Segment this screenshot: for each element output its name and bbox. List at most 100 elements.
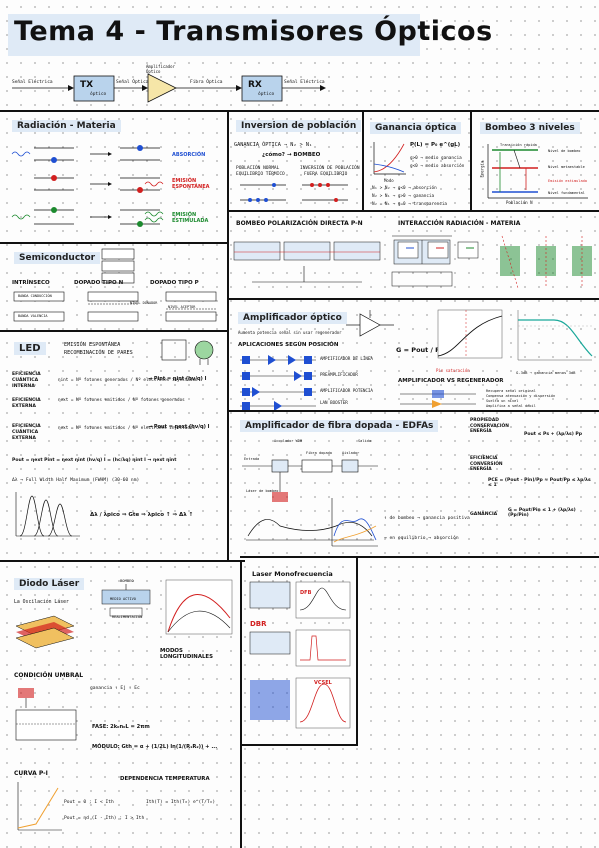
led-dl2: Δλ / λpico ⇒ Gte ⇒ λpico ↑ ⇒ Δλ ↑ — [90, 512, 194, 518]
diodo-medio: MEDIO ACTIVO — [110, 597, 136, 601]
diodo-threshold-diagram — [15, 688, 77, 741]
title-banner — [8, 14, 420, 56]
ganancia-axis: Modo — [384, 178, 394, 183]
divider-edfa-bottom — [240, 556, 599, 558]
label-emision-espontanea: EMISIÓN ESPONTÁNEA — [172, 178, 210, 190]
bombeo-y-axis: Energía — [479, 160, 485, 178]
laser-mono-dfb: DFB — [300, 590, 312, 596]
edfa-l2: Fibra dopada — [306, 451, 332, 455]
chain-fiber-label: Fibra Óptica — [190, 80, 223, 85]
section-amplificador-title: Amplificador óptico — [238, 312, 347, 324]
section-bombeo-title: Bombeo 3 niveles — [480, 122, 580, 134]
led-f3: ηext = Nº fotones emitidos / Nº electron… — [58, 426, 196, 431]
amp-app-3: AMPLIFICADOR POTENCIA — [320, 388, 373, 393]
inversion-line-5: INVERSIÓN DE POBLACIÓN — [300, 166, 360, 171]
diodo-c1: ganancia ↑ Ej ↑ Ec — [90, 686, 140, 691]
edfa-ganancia: GANANCIA — [470, 512, 498, 517]
bombeo-label-3: Nivel metaestable — [548, 165, 585, 169]
led-ef1: EFICIENCIA CUÁNTICA INTERNA — [12, 372, 41, 389]
divider-led-right — [227, 298, 229, 560]
divider-top — [0, 110, 599, 112]
led-ef2: EFICIENCIA EXTERNA — [12, 398, 41, 409]
bombeo-label-4: Emisión estimulada — [548, 179, 587, 183]
divider-row2 — [227, 210, 599, 212]
led-dl: Δλ → Full Width Half Maximum (FWHM) (30-… — [12, 478, 140, 483]
laser-mono-diagrams — [249, 581, 351, 729]
edfa-l6: Entrada — [244, 457, 260, 461]
diodo-cavity-diagram — [101, 584, 151, 617]
diodo-curva: CURVA P-I — [14, 770, 48, 777]
transmission-chain-diagram — [12, 73, 326, 103]
ganancia-line-5: N₂ = N₁ → g=0 → transparencia — [372, 202, 448, 207]
amp-gain-saturation-plot — [437, 309, 503, 359]
led-ef3: EFICIENCIA CUÁNTICA EXTERNA — [12, 424, 41, 441]
led-e2: RECOMBINACIÓN DE PARES — [64, 350, 133, 356]
diodo-cond: CONDICIÓN UMBRAL — [14, 672, 84, 679]
chain-amp-label: Amplificador Óptico — [146, 64, 175, 74]
diodo-realim: REALIMENTACIÓN — [112, 615, 143, 619]
diodo-bombeo: BOMBEO — [120, 578, 134, 583]
chain-tx-label: TX — [80, 80, 94, 90]
semi-legend-boxes — [101, 248, 135, 284]
edfa-l4: Salida — [358, 439, 371, 443]
ganancia-line-1: g>0 → medio ganancia — [410, 156, 462, 161]
divider-laser-right — [356, 556, 358, 744]
amp-app-1: AMPLIFICADOR DE LÍNEA — [320, 356, 373, 361]
edfa-p1: Pout ≤ Ps + (λp/λs) Pp — [524, 432, 583, 437]
amp-application-chains — [240, 355, 316, 410]
amp-vs-regen-diagram — [400, 390, 476, 408]
inversion-levels — [240, 183, 348, 202]
edfa-prop: PROPIEDAD CONSERVACIÓN ENERGÍA — [470, 418, 509, 435]
section-inversion-title: Inversion de población — [236, 120, 362, 132]
inversion-line-3: POBLACIÓN NORMAL — [236, 166, 280, 171]
led-f2: ηext = Nº fotones emitidos / Nº fotones … — [58, 398, 185, 403]
led-f3r: → Pout = ηext (hν/q) I — [148, 424, 210, 430]
bombeo-3-niveles-diagram — [487, 144, 588, 199]
semi-donador: NIVEL DONADOR — [130, 301, 158, 305]
semi-band-diagrams — [13, 291, 217, 322]
diodo-p2: Pout = ηd (I - Ith) ; I > Ith — [64, 816, 145, 821]
edfa-pce: PCE = (Pout - Pin)/Pp ≈ Pout/Pp ≤ λp/λs … — [488, 478, 591, 488]
bombeo-x-axis: Población N — [506, 200, 533, 205]
laser-mono-dbr: DBR — [250, 620, 267, 628]
diodo-pi-curve — [17, 782, 62, 831]
inversion-line-1: GANANCIA ÓPTICA → N₂ > N₁ — [234, 142, 313, 148]
amp-vs-regenerador: AMPLIFICADOR VS REGENERADOR — [398, 378, 504, 384]
section-bombeo-polarizacion-title: BOMBEO POLARIZACIÓN DIRECTA P-N — [236, 220, 363, 227]
chain-input-label: Señal Eléctrica — [12, 80, 53, 85]
chain-tx-sub: óptico — [90, 92, 107, 97]
amp-g3db: G-3dB → ganancia menos 3dB — [516, 370, 576, 375]
diodo-fase: FASE: 2k₀n₀L = 2πm — [92, 724, 150, 730]
divider-diodo-right — [240, 560, 242, 848]
amp-r3: Suelta un nivel — [486, 399, 519, 403]
bombeo-label-1: Transición rápida — [500, 143, 537, 147]
divider-bombeo-bottom — [227, 298, 599, 300]
bombeo-label-2: Nivel de bombeo — [548, 149, 581, 153]
amp-r2: Compensa atenuación y dispersión — [486, 394, 556, 398]
amp-sat-label: Pin saturación — [436, 368, 470, 373]
diodo-structure — [15, 615, 75, 649]
ganancia-line-4: N₂ > N₁ → g>0 → ganancia — [372, 194, 435, 199]
divider-inversion-right — [362, 110, 364, 210]
divider-laser-bottom — [240, 744, 358, 746]
semi-intrinseco: INTRÍNSECO — [12, 280, 50, 286]
semi-banda-val: BANDA VALENCIA — [18, 314, 48, 318]
section-semiconductor-title: Semiconductor — [14, 252, 101, 264]
edfa-b1: ↑ de bombeo → ganancia positiva — [384, 516, 470, 521]
inversion-line-6: FUERA EQUILIBRIO — [304, 172, 348, 177]
edfa-l1: Acoplador WDM — [274, 439, 303, 443]
semi-banda-cond: BANDA CONDUCCIÓN — [18, 294, 52, 298]
ganancia-line-3: N₁ > N₂ → g<0 → absorción — [372, 186, 437, 191]
edfa-gf: G = Pout/Pin ≤ 1 + (λp/λs)(Pp/Pin) — [508, 508, 576, 518]
inversion-line-4: EQUILIBRIO TÉRMICO — [236, 172, 285, 177]
chain-output-label: Señal Eléctrica — [284, 80, 325, 85]
section-laser-mono-title: Laser Monofrecuencia — [252, 570, 333, 578]
semi-aceptor: NIVEL ACEPTOR — [168, 305, 196, 309]
amp-gain-formula: G = Pout / Pin — [396, 346, 447, 354]
chain-rx-sub: óptico — [258, 92, 275, 97]
amp-gain-curve-plot — [517, 310, 593, 361]
edfa-spectrum-plot — [331, 498, 378, 547]
section-radiacion-title: Radiación - Materia — [12, 120, 121, 132]
edfa-ef: EFICIENCIA CONVERSIÓN ENERGÍA — [470, 456, 503, 473]
section-led-title: LED — [14, 342, 46, 355]
